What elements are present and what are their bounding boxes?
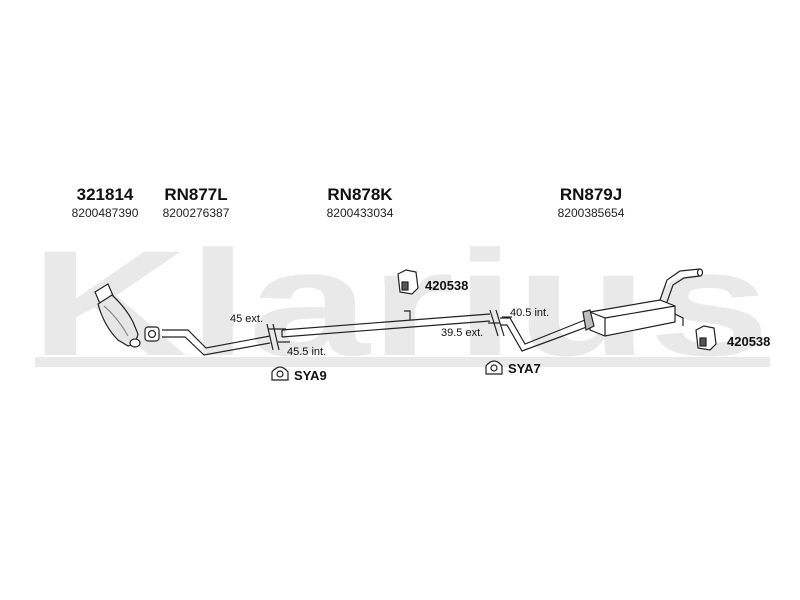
catalytic-converter (94, 283, 141, 348)
part-label-rn878k: RN878K 8200433034 (327, 185, 394, 220)
accessory-code: SYA7 (508, 361, 541, 376)
clamp-icon (485, 360, 503, 375)
mounting-rubber-icon (397, 269, 419, 295)
front-pipe-edge-bottom (162, 336, 271, 356)
part-label-rn879j: RN879J 8200385654 (558, 185, 625, 220)
mounting-rubber-right: 420538 (695, 325, 770, 351)
mounting-rubber-icon (695, 325, 717, 351)
oem-number: 8200487390 (72, 206, 139, 220)
silencer-inlet-collar (582, 309, 595, 331)
joint-tick (266, 323, 274, 351)
accessory-code: SYA9 (294, 368, 327, 383)
tailpipe-edge-top (659, 268, 701, 301)
rear-pipe-edge-top (500, 317, 591, 345)
tailpipe-tip (696, 268, 704, 277)
dimension-label: 45 ext. (230, 313, 263, 325)
dimension-label: 39.5 ext. (441, 327, 483, 339)
joint-tick (272, 323, 280, 351)
clamp-icon (271, 366, 289, 381)
middle-pipe (281, 310, 491, 338)
part-number: 321814 (77, 185, 134, 204)
joint-marker-1 (266, 323, 290, 351)
clamp-sya7: SYA7 (485, 360, 541, 376)
watermark-underline (35, 357, 770, 367)
part-number: RN878K (327, 185, 393, 204)
gasket (144, 326, 160, 342)
part-number: RN879J (560, 185, 622, 204)
front-pipe-edge-top (162, 329, 271, 349)
rear-pipe-edge-bottom (500, 324, 593, 352)
rear-hanger-bracket (674, 313, 684, 326)
part-label-rn877l: RN877L 8200276387 (163, 185, 230, 220)
converter-outlet (129, 338, 141, 348)
gasket-hole (147, 329, 157, 339)
middle-pipe-edge-top (281, 313, 491, 331)
accessory-code: 420538 (727, 334, 770, 349)
oem-number: 8200433034 (327, 206, 394, 220)
joint-marker-2 (488, 309, 512, 337)
front-pipe (162, 329, 271, 356)
middle-pipe-edge-bottom (281, 320, 491, 338)
oem-number: 8200385654 (558, 206, 625, 220)
hanger-tab (404, 310, 411, 320)
oem-number: 8200276387 (163, 206, 230, 220)
tailpipe-edge-bottom (666, 275, 701, 303)
rear-pipe (500, 317, 593, 352)
dimension-label: 45.5 int. (287, 346, 326, 358)
tailpipe (659, 268, 704, 326)
silencer-edge (604, 305, 676, 319)
part-number: RN877L (164, 185, 227, 204)
accessory-code: 420538 (425, 278, 468, 293)
converter-shading (103, 305, 129, 337)
dimension-label: 40.5 int. (510, 307, 549, 319)
mounting-rubber-top: 420538 (397, 269, 468, 295)
clamp-sya9: SYA9 (271, 366, 327, 383)
part-label-321814: 321814 8200487390 (72, 185, 139, 220)
